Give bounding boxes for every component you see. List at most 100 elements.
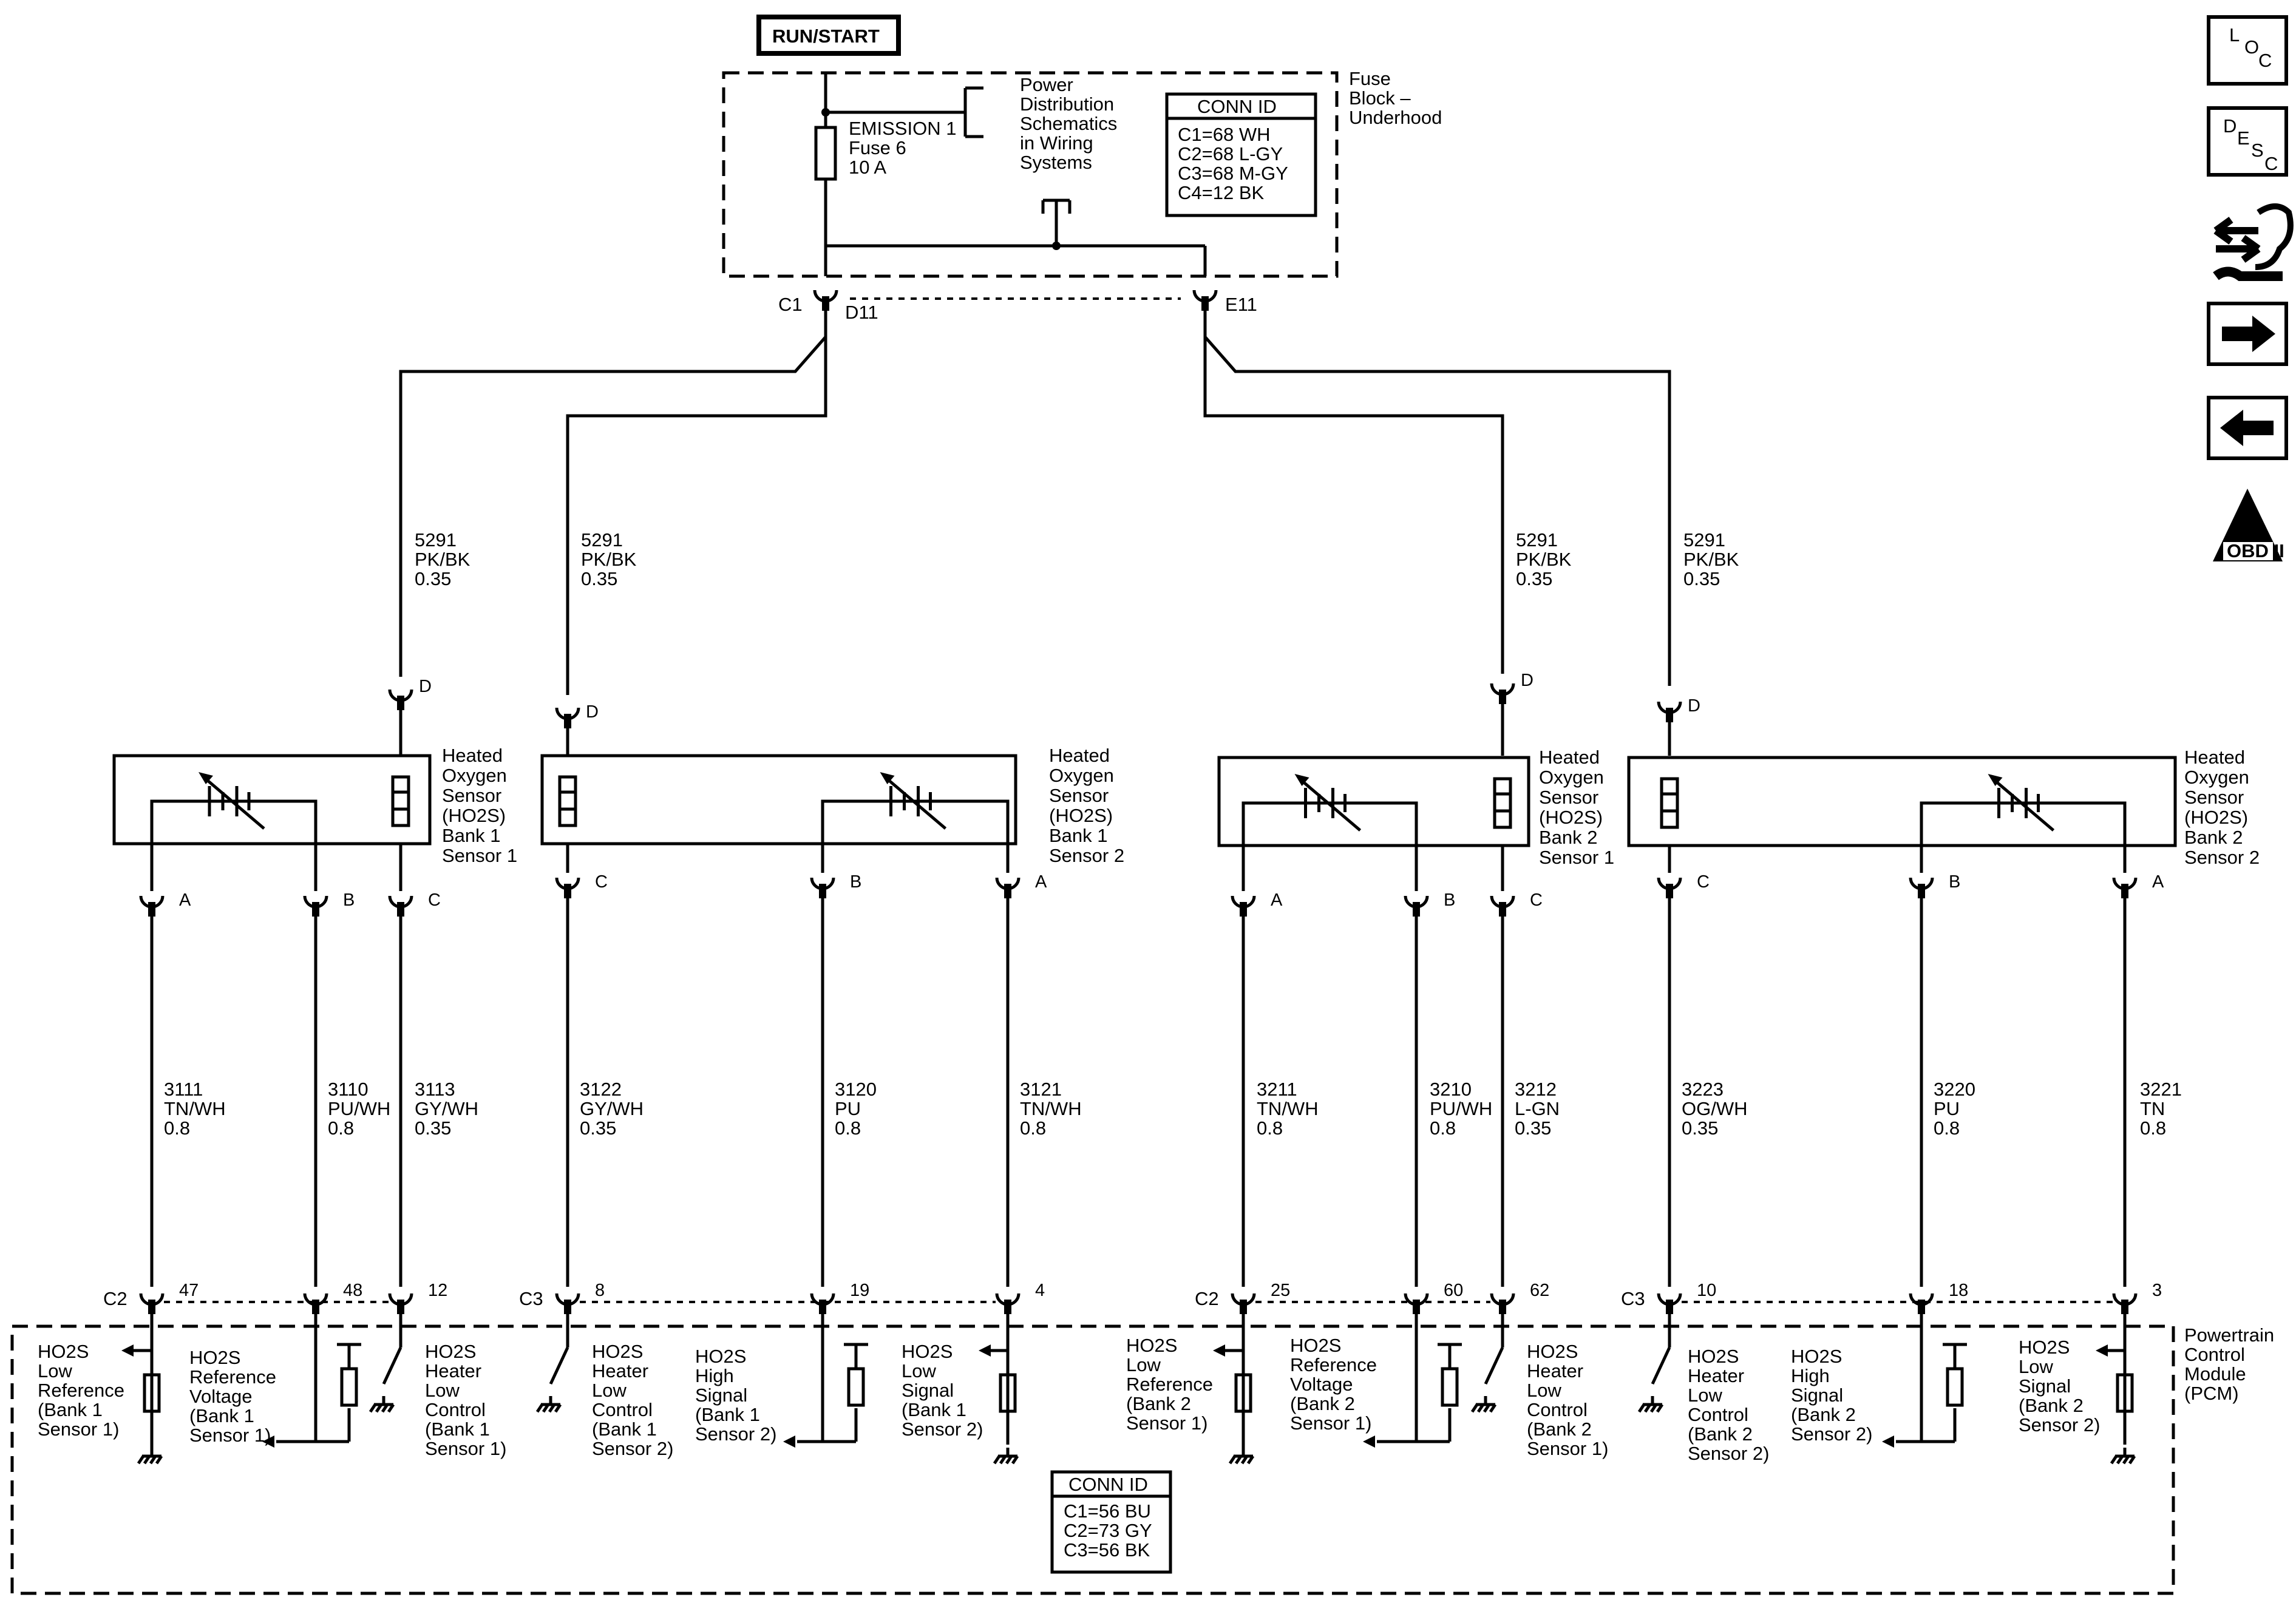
wire-label: TN/WH (164, 1098, 226, 1119)
wire-label: 0.8 (1020, 1117, 1046, 1139)
tools-icon (2213, 217, 2261, 263)
fuse-conn-id-line: C1=68 WH (1178, 124, 1270, 145)
wire-label: 0.35 (1515, 1117, 1551, 1139)
pcm-function-label: HO2S (695, 1346, 746, 1367)
pcm-function-label: HO2S (1290, 1335, 1341, 1356)
pcm-function-label: Sensor 2) (2019, 1414, 2100, 1436)
obd-ii-icon (2223, 542, 2273, 560)
pcm-function-label: Reference (38, 1380, 124, 1401)
pcm-function-label: Low (902, 1360, 936, 1381)
pcm-conn-id-line: C1=56 BU (1064, 1500, 1151, 1522)
ground-symbol (548, 1403, 556, 1413)
desc-icon: S (2251, 140, 2264, 161)
sensor-label: Sensor 2 (2184, 847, 2260, 868)
pcm-function-label: Sensor 2) (695, 1423, 776, 1445)
internal-resistor (2116, 1373, 2134, 1413)
sensor-box (1627, 756, 2177, 847)
pcm-name: Module (2184, 1363, 2246, 1385)
heater-element (391, 775, 410, 827)
ground-symbol (137, 1455, 145, 1465)
sensor-label: (HO2S) (1539, 807, 1603, 828)
sensor-label: Heated (2184, 747, 2245, 768)
ground-symbol (542, 1403, 550, 1413)
power-dist-ref: Schematics (1020, 113, 1117, 134)
variable-arrow-head (1988, 774, 2003, 786)
pcm-function-label: (Bank 2 (1688, 1423, 1753, 1445)
pcm-name: Powertrain (2184, 1324, 2274, 1346)
pcm-function-label: Heater (425, 1360, 481, 1381)
connector-pin (564, 884, 571, 898)
ground-symbol (1011, 1455, 1019, 1465)
connector-pin (1499, 1300, 1506, 1314)
pcm-function-label: (Bank 2 (1527, 1419, 1592, 1440)
ground-symbol (1240, 1455, 1249, 1465)
wire-label: OG/WH (1682, 1098, 1748, 1119)
variable-arrow-head (880, 772, 895, 784)
pcm-function-label: (Bank 2 (1126, 1393, 1191, 1414)
pcm-outline (10, 1324, 2175, 1595)
sensor-label: Oxygen (1539, 767, 1604, 788)
arrow-head (783, 1436, 795, 1448)
sensor-label: Sensor (1539, 787, 1598, 808)
sensor-pin-label: A (1035, 872, 1047, 892)
desc-icon (2207, 106, 2288, 177)
pcm-function-label: HO2S (425, 1341, 476, 1362)
pcm-function-label: Signal (1791, 1385, 1843, 1406)
pcm-function-label: Control (1688, 1404, 1748, 1425)
pcm-function-label: Sensor 2) (902, 1419, 983, 1440)
fuse-conn-id-title: CONN ID (1197, 96, 1277, 117)
sensing-wire (258, 799, 318, 844)
desc-icon: D (2223, 115, 2237, 137)
ground-symbol (1637, 1403, 1646, 1413)
sensor-label: Heated (442, 745, 503, 766)
pcm-connector-label: C2 (103, 1288, 127, 1309)
ground-symbol (375, 1403, 383, 1413)
pcm-function-label: Sensor 2) (1688, 1443, 1769, 1464)
sensor-pin-label: B (850, 872, 861, 892)
connector-pin (1499, 902, 1506, 917)
connector-pin (312, 902, 319, 917)
connector-pin (1413, 902, 1420, 917)
ground-symbol (2116, 1455, 2124, 1465)
pcm-conn-id-line: C3=56 BK (1064, 1539, 1150, 1561)
pcm-pin-label: 47 (179, 1281, 199, 1300)
ground-symbol (2110, 1455, 2118, 1465)
pcm-function-label: Low (1688, 1385, 1722, 1406)
connector-pin (148, 1300, 155, 1314)
supply-wire-bank1-s1 (399, 311, 827, 677)
pcm-pin-label: 10 (1697, 1281, 1716, 1300)
supply-wire-label: 0.35 (581, 568, 617, 589)
power-dist-ref: in Wiring (1020, 132, 1093, 154)
pcm-function-label: (Bank 1 (189, 1405, 254, 1426)
tools-icon (2255, 203, 2294, 270)
desc-icon: C (2264, 153, 2278, 174)
supply-wire-label: 0.35 (415, 568, 451, 589)
pcm-function-label: Low (425, 1380, 460, 1401)
pcm-function-label: HO2S (1688, 1346, 1739, 1367)
pcm-pin-label: 4 (1035, 1281, 1045, 1300)
supply-wire-label: 0.35 (1683, 568, 1720, 589)
arrow-left-icon (2220, 410, 2274, 446)
ground-symbol (1005, 1455, 1013, 1465)
supply-wire-label: 0.35 (1516, 568, 1552, 589)
sensing-wire (821, 799, 891, 844)
desc-icon: E (2237, 127, 2250, 149)
ground-symbol (554, 1403, 562, 1413)
wire-label: 0.8 (328, 1117, 354, 1139)
ground-symbol (1483, 1403, 1491, 1413)
fuse-conn-id-box (1165, 92, 1317, 217)
connector-pin (148, 902, 155, 917)
ground-symbol (1489, 1403, 1497, 1413)
pcm-function-label: Voltage (1290, 1374, 1353, 1395)
ground-symbol (1476, 1403, 1485, 1413)
connector-pin (1499, 690, 1506, 704)
switch-blade (1651, 1346, 1671, 1385)
supply-wire-label: PK/BK (415, 549, 470, 570)
variable-arrow (1298, 778, 1362, 832)
fuse-label: EMISSION 1 (849, 118, 956, 139)
pcm-function-label: HO2S (38, 1341, 89, 1362)
pcm-function-label: Signal (902, 1380, 954, 1401)
next-page-icon (2207, 302, 2288, 366)
wire-label: PU/WH (328, 1098, 390, 1119)
